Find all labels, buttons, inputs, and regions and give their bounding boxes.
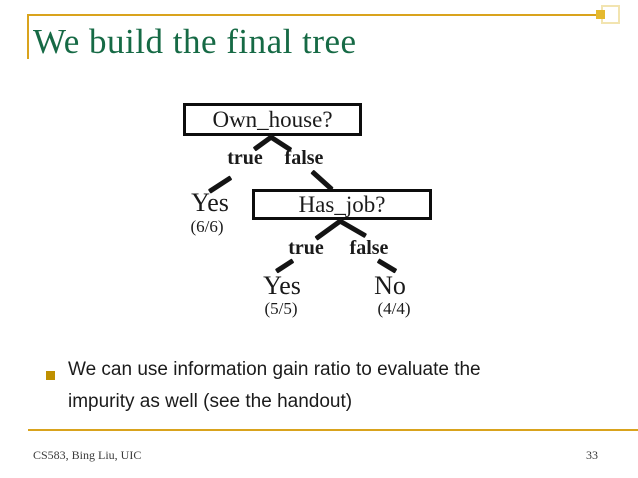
tree-leaf-yes-bottom-count: (5/5) — [264, 299, 298, 318]
branch-label-root-false: false — [284, 147, 324, 169]
tree-node-own-house: Own_house? — [183, 103, 362, 136]
tree-leaf-yes-left-count: (6/6) — [190, 217, 224, 236]
top-accent-rule — [28, 14, 605, 16]
edge-hasjob-false — [337, 218, 368, 239]
tree-leaf-no-count: (4/4) — [377, 299, 411, 318]
footer-course-label: CS583, Bing Liu, UIC — [33, 448, 142, 462]
bullet-text-line-1: We can use information gain ratio to eva… — [68, 359, 481, 380]
slide-title: We build the final tree — [33, 22, 357, 61]
page-number: 33 — [586, 448, 598, 462]
footer-separator-rule — [28, 429, 638, 431]
tree-node-has-job: Has_job? — [252, 189, 432, 220]
corner-square-icon — [596, 10, 605, 19]
tree-leaf-yes-left: Yes — [191, 188, 229, 217]
branch-label-root-true: true — [227, 147, 263, 169]
tree-leaf-yes-bottom: Yes — [263, 271, 301, 300]
bullet-square-icon — [46, 371, 55, 380]
tree-leaf-no: No — [374, 271, 406, 300]
left-accent-rule — [27, 14, 29, 59]
bullet-text-line-2: impurity as well (see the handout) — [68, 391, 353, 412]
branch-label-hasjob-true: true — [288, 237, 324, 259]
branch-label-hasjob-false: false — [349, 237, 389, 259]
